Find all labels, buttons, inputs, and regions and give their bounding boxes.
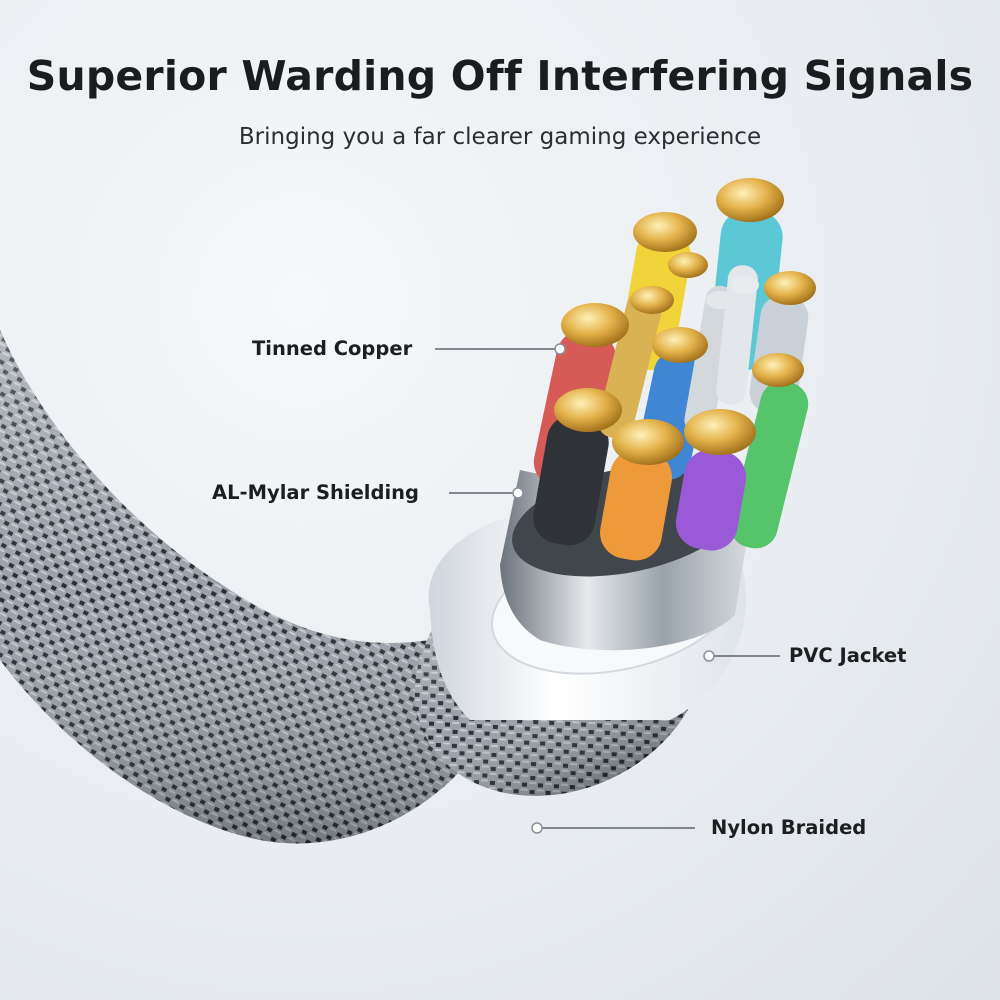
callout-dots xyxy=(512,343,715,834)
tinned-copper-conductors xyxy=(554,178,816,465)
label-tinned-copper: Tinned Copper xyxy=(252,337,413,360)
label-al-mylar-shielding: AL-Mylar Shielding xyxy=(212,481,419,504)
label-pvc-jacket: PVC Jacket xyxy=(789,644,907,667)
page-subtitle: Bringing you a far clearer gaming experi… xyxy=(238,124,762,150)
label-nylon-braided: Nylon Braided xyxy=(711,816,867,839)
page-title: Superior Warding Off Interfering Signals xyxy=(26,52,974,100)
callout-lines xyxy=(435,348,780,829)
